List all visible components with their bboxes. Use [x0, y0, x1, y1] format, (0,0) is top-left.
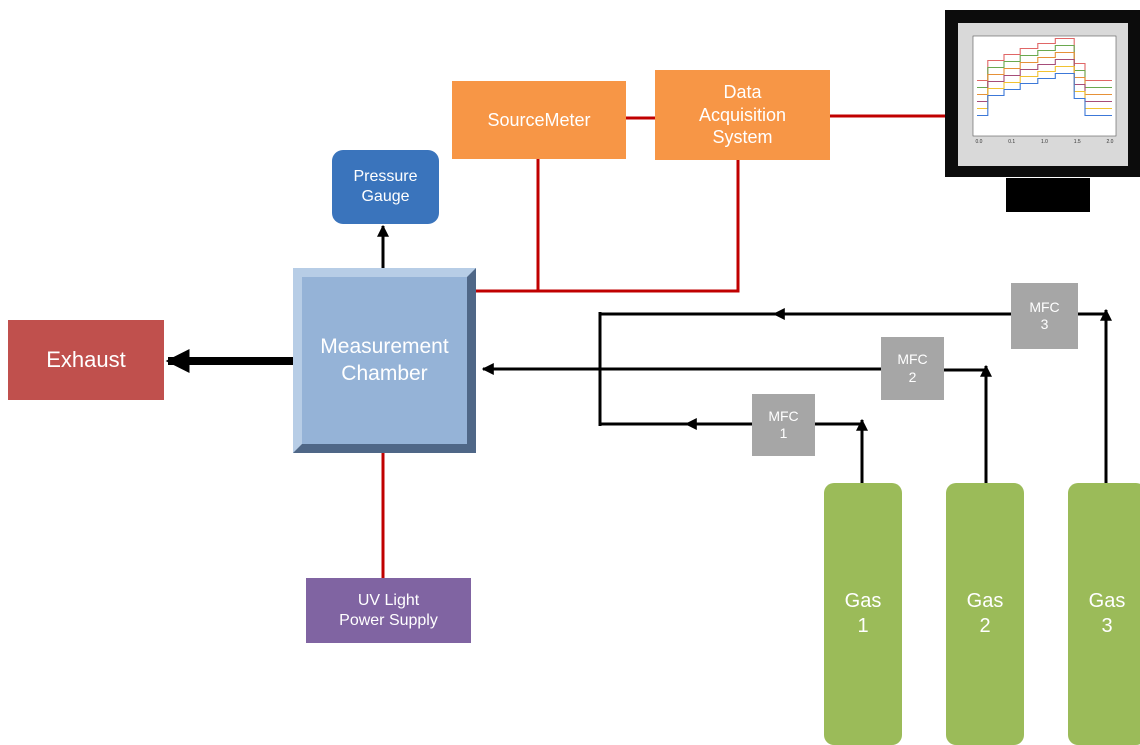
data-acquisition-label: Data Acquisition System — [698, 82, 787, 148]
uv-power-supply-label: UV Light Power Supply — [339, 591, 438, 629]
mfc-2-box: MFC 2 — [881, 337, 944, 400]
gas-2-cylinder: Gas 2 — [946, 483, 1024, 745]
pressure-gauge-label: Pressure Gauge — [353, 168, 418, 205]
plot-series-line — [977, 37, 1112, 82]
monitor-plot: 0.0 0.1 1.0 1.5 2.0 — [972, 35, 1117, 145]
plot-x-tick-label: 1.5 — [1074, 139, 1081, 145]
gas-1-label: Gas 1 — [844, 590, 882, 637]
mfc-2-label: MFC 2 — [897, 351, 928, 385]
plot-x-tick-label: 0.0 — [976, 139, 983, 145]
plot-x-tick-label: 1.0 — [1041, 139, 1048, 145]
exhaust-label: Exhaust — [46, 347, 126, 373]
mfc-3-label: MFC 3 — [1029, 298, 1060, 333]
plot-series-line — [977, 72, 1112, 117]
plot-x-tick-label: 2.0 — [1107, 139, 1114, 145]
plot-series-line — [977, 44, 1112, 89]
monitor-stand — [1006, 178, 1090, 212]
computer-monitor: 0.0 0.1 1.0 1.5 2.0 — [945, 10, 1140, 212]
gas-3-cylinder: Gas 3 — [1068, 483, 1140, 745]
plot-frame — [972, 35, 1117, 137]
sourcemeter-box: SourceMeter — [452, 81, 626, 159]
plot-series-line — [977, 58, 1112, 103]
measurement-chamber-label: Measurement Chamber — [320, 335, 449, 385]
uv-power-supply-box: UV Light Power Supply — [306, 578, 471, 643]
plot-series-line — [977, 51, 1112, 96]
gas-1-cylinder: Gas 1 — [824, 483, 902, 745]
measurement-chamber-box: Measurement Chamber — [293, 268, 476, 453]
mfc-1-box: MFC 1 — [752, 394, 815, 456]
sourcemeter-label: SourceMeter — [487, 109, 591, 130]
exhaust-box: Exhaust — [8, 320, 164, 400]
gas-lines — [165, 224, 1112, 483]
wire-daq-chamber — [538, 160, 740, 293]
gas-2-label: Gas 2 — [966, 590, 1004, 637]
mfc-1-label: MFC 1 — [768, 407, 799, 442]
electrical-wires — [381, 114, 945, 578]
plot-x-tick-label: 0.1 — [1008, 139, 1015, 145]
wire-sourcemeter-chamber — [476, 159, 540, 293]
plot-series-line — [977, 65, 1112, 110]
pressure-gauge-box: Pressure Gauge — [332, 150, 439, 224]
gas-3-label: Gas 3 — [1088, 590, 1126, 637]
data-acquisition-box: Data Acquisition System — [655, 70, 830, 160]
mfc-3-box: MFC 3 — [1011, 283, 1078, 349]
